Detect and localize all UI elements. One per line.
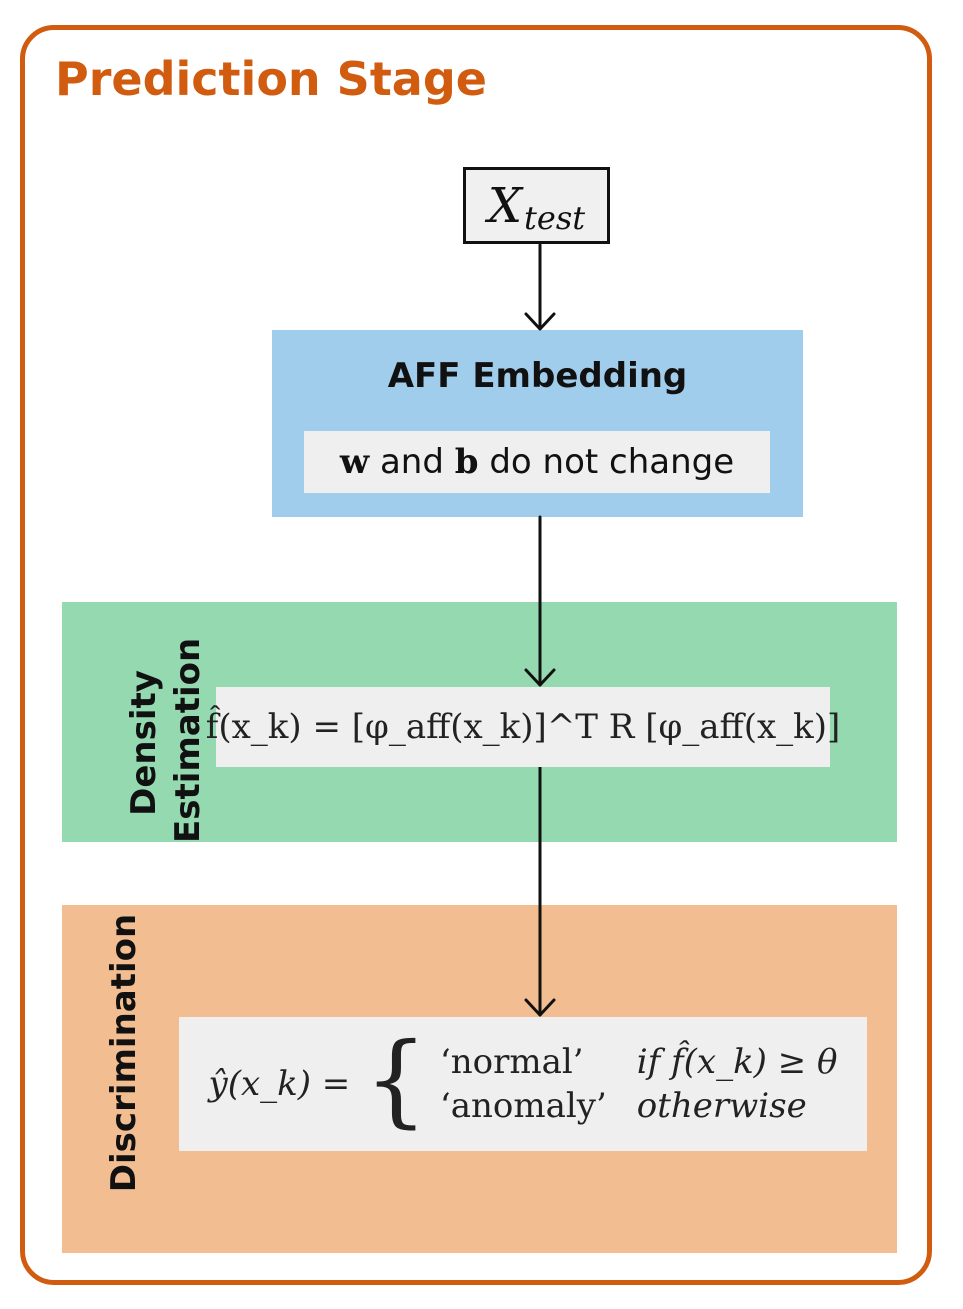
aff-embedding-title: AFF Embedding	[387, 356, 688, 396]
case-anomaly-condition: otherwise	[636, 1086, 807, 1126]
arrowhead-aff	[524, 312, 556, 331]
cases-brace: {	[364, 1021, 428, 1138]
arrowhead-discrimination	[524, 998, 556, 1017]
case-normal-condition: if f̂(x_k) ≥ θ	[636, 1042, 838, 1082]
input-subscript: test	[524, 198, 586, 237]
discrimination-equation-box: ŷ(x_k) = { ‘normal’ if f̂(x_k) ≥ θ ‘anom…	[179, 1017, 867, 1151]
arrowhead-density	[524, 668, 556, 687]
note-b: b	[454, 442, 479, 482]
density-equation: f̂(x_k) = [φ_aff(x_k)]^T R [φ_aff(x_k)]	[205, 707, 841, 747]
note-w: w	[339, 442, 370, 482]
stage-title: Prediction Stage	[55, 52, 487, 106]
aff-embedding-block: AFF Embedding w and b do not change	[272, 330, 803, 517]
note-rest: do not change	[478, 442, 735, 482]
discrimination-lhs: ŷ(x_k) =	[208, 1064, 351, 1104]
case-anomaly-value: ‘anomaly’	[439, 1086, 607, 1126]
case-normal-value: ‘normal’	[439, 1042, 584, 1082]
discrimination-cases: ‘normal’ if f̂(x_k) ≥ θ ‘anomaly’ otherw…	[440, 1042, 838, 1126]
aff-embedding-note: w and b do not change	[304, 431, 770, 493]
density-equation-box: f̂(x_k) = [φ_aff(x_k)]^T R [φ_aff(x_k)]	[206, 687, 840, 767]
input-symbol: X	[487, 177, 523, 234]
stage-frame	[20, 25, 932, 1285]
note-and: and	[369, 442, 455, 482]
